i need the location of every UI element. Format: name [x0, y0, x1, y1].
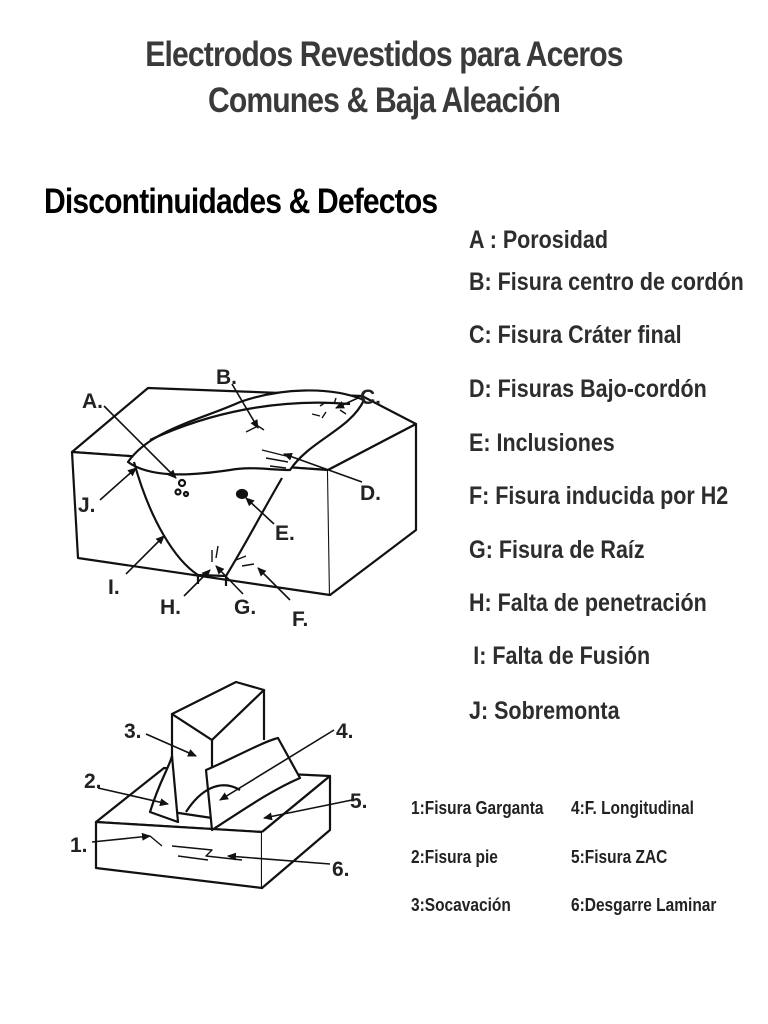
fillet-weld-right [204, 736, 302, 832]
block-right-face [327, 422, 418, 596]
title-line-2: Comunes & Baja Aleación [207, 81, 561, 120]
legend-item-g: G: Fisura de Raíz [469, 536, 645, 564]
porosity-pore [182, 490, 190, 498]
weld-crown [126, 389, 366, 476]
legend-item-4: 4:F. Longitudinal [571, 798, 694, 818]
fillet-weld-diagram [91, 680, 353, 890]
legend-item-e: E: Inclusiones [469, 429, 615, 457]
legend-item-a: A : Porosidad [469, 226, 608, 254]
web-plate-side [211, 688, 266, 741]
legend-item-3: 3:Socavación [411, 895, 511, 915]
porosity-pore [177, 478, 187, 488]
fillet-bead-line [185, 784, 241, 813]
label-h: H. [160, 596, 181, 619]
label-1: 1. [70, 834, 88, 857]
underbead-cracks [261, 449, 289, 469]
toe-crack [149, 835, 163, 847]
label-6: 6. [332, 858, 350, 881]
fillet-leader-arrows [91, 729, 353, 865]
leader-arrows [99, 383, 363, 601]
legend-item-b: B: Fisura centro de cordón [469, 268, 744, 296]
label-2: 2. [84, 770, 102, 793]
porosity-pore [174, 488, 182, 496]
label-a: A. [82, 390, 103, 413]
butt-weld-diagram [70, 383, 418, 601]
crater-cracks [311, 397, 347, 419]
legend-item-2: 2:Fisura pie [411, 847, 498, 867]
label-f: F. [292, 608, 308, 631]
base-plate-front [94, 820, 264, 890]
legend-item-f: F: Fisura inducida por H2 [469, 482, 729, 510]
label-e: E. [275, 522, 295, 545]
legend-item-1: 1:Fisura Garganta [411, 798, 544, 818]
label-j: J. [78, 494, 96, 517]
label-d: D. [360, 482, 381, 505]
section-subtitle: Discontinuidades & Defectos [44, 182, 438, 221]
label-b: B. [216, 366, 237, 389]
legend-item-i: I: Falta de Fusión [473, 642, 651, 670]
label-c: C. [360, 386, 381, 409]
legend-item-5: 5:Fisura ZAC [571, 847, 668, 867]
figure2-labels: 1. 2. 3. 4. 5. 6. [70, 720, 368, 881]
legend-item-d: D: Fisuras Bajo-cordón [469, 375, 707, 403]
label-5: 5. [350, 790, 368, 813]
label-4: 4. [336, 720, 354, 743]
legend-item-h: H: Falta de penetración [469, 589, 707, 617]
root-cracks [211, 545, 255, 567]
legend-item-j: J: Sobremonta [469, 697, 620, 725]
legend-item-c: C: Fisura Cráter final [469, 321, 682, 349]
legend-item-6: 6:Desgarre Laminar [571, 895, 717, 915]
figure1-labels: A. B. C. D. E. F. G. H. I. J. [78, 366, 381, 631]
title-line-1: Electrodos Revestidos para Aceros [145, 35, 623, 74]
label-3: 3. [124, 720, 142, 743]
page-title: Electrodos Revestidos para Aceros Comune… [54, 32, 714, 124]
label-i: I. [108, 576, 120, 599]
label-g: G. [234, 596, 256, 619]
slag-inclusion [235, 488, 249, 500]
laminar-tear [171, 845, 243, 861]
